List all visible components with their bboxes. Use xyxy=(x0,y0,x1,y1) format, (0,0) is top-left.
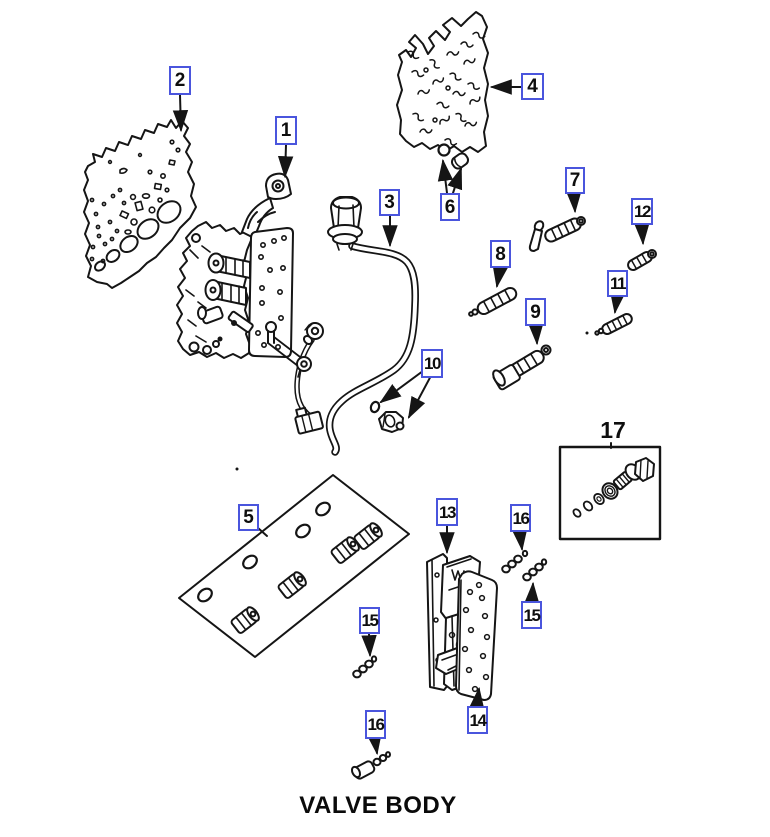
callout-12[interactable]: 12 xyxy=(631,198,653,225)
callout-16-bottom[interactable]: 16 xyxy=(365,710,386,739)
plate-14-art xyxy=(455,570,498,701)
diagram-title: VALVE BODY xyxy=(299,792,457,819)
valve-8-art xyxy=(468,286,518,317)
accumulator-plate-art xyxy=(178,474,410,658)
seal-and-plug-art xyxy=(437,143,470,170)
callout-7[interactable]: 7 xyxy=(565,167,585,194)
valve-9-art xyxy=(492,344,552,391)
callout-3[interactable]: 3 xyxy=(379,189,400,216)
callout-8[interactable]: 8 xyxy=(490,240,511,268)
callout-10[interactable]: 10 xyxy=(421,349,443,378)
callout-6[interactable]: 6 xyxy=(440,193,460,221)
callout-arrows xyxy=(172,79,650,756)
valve-11-art xyxy=(594,313,633,336)
callout-16-top[interactable]: 16 xyxy=(510,504,531,532)
valve-15-right-art xyxy=(522,558,548,582)
valve-12-art xyxy=(627,249,657,271)
callout-13[interactable]: 13 xyxy=(436,498,458,526)
callout-9[interactable]: 9 xyxy=(525,298,546,326)
callout-5[interactable]: 5 xyxy=(238,504,259,531)
harness-art xyxy=(294,196,419,456)
valve-body-assembly-art xyxy=(176,172,305,367)
kit-17-art xyxy=(558,445,662,541)
callout-1[interactable]: 1 xyxy=(275,116,297,145)
callout-15-left[interactable]: 15 xyxy=(359,607,380,634)
callout-17-kit: 17 xyxy=(600,417,626,443)
gasket-upper-right-art xyxy=(396,11,489,153)
valve-16-bottom-art xyxy=(350,751,391,780)
valve-7-art xyxy=(528,216,586,252)
callout-14[interactable]: 14 xyxy=(467,706,488,734)
gasket-upper-left-art xyxy=(83,119,197,289)
switch-and-seal-art xyxy=(369,400,405,433)
valve-15-left-art xyxy=(352,655,378,679)
callout-2[interactable]: 2 xyxy=(169,66,191,95)
callout-11[interactable]: 11 xyxy=(607,270,628,297)
callout-15-right[interactable]: 15 xyxy=(521,601,542,629)
callout-4[interactable]: 4 xyxy=(521,73,544,100)
print-speckles xyxy=(235,331,589,471)
valve-16-top-art xyxy=(501,549,529,574)
